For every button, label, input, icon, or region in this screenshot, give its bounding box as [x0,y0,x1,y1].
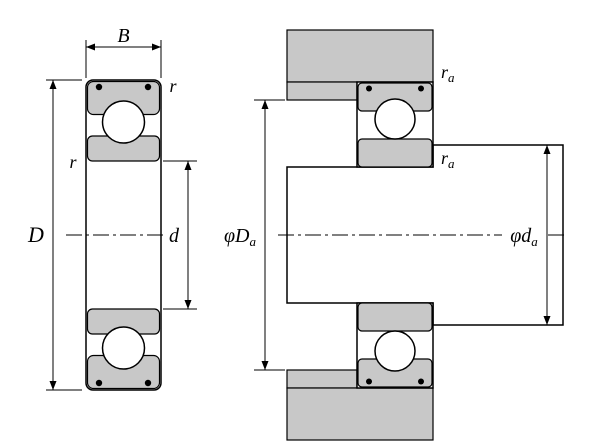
top-outer-ring-rivet-left [95,83,103,91]
bore-diameter-label: d [169,225,180,247]
housing-bottom [286,387,434,441]
arrowhead [49,80,57,89]
dimension-B: B [85,25,162,78]
shaft-fillet-label: ra [441,148,455,171]
housing-top-shoulder [286,81,358,101]
dimension-phi-Da: φDa [224,99,285,371]
outer-ring-chamfer-label: r [169,76,177,96]
dimension-d: d [163,160,197,310]
label-halo [502,222,548,248]
arrowhead [49,381,57,390]
bearing-front-view: B D d r r [27,25,197,391]
arrowhead [543,316,551,325]
top-ball [101,100,146,144]
arrowhead [261,100,269,109]
top-outer-ring-rivet-right [144,83,152,91]
mounted-top-ball [374,98,416,140]
housing-shoulder-diameter-label: φDa [224,225,257,249]
housing-top [286,29,434,83]
arrowhead [152,43,161,51]
arrowhead [261,361,269,370]
width-label: B [117,25,129,47]
outer-diameter-label: D [27,222,44,247]
housing-bottom-shoulder [286,369,358,389]
mounted-top-rivet-right [418,85,424,92]
mounted-bottom-rivet-left [366,378,372,385]
mounted-bearing-top [356,81,434,168]
inner-ring-chamfer-label: r [69,152,77,172]
bottom-outer-ring-rivet-right [144,379,152,387]
arrowhead [86,43,95,51]
mounted-top-rivet-left [366,85,372,92]
mounted-bearing-bottom [356,302,434,389]
dimension-phi-da: φda [502,145,551,325]
arrowhead [543,145,551,154]
mounted-bottom-ball [374,330,416,372]
shaft-shoulder-diameter-label: φda [510,225,538,249]
mounted-bottom-inner-ring [357,302,433,332]
mounted-bottom-rivet-right [418,378,424,385]
dimension-D: D [27,79,82,391]
bottom-ball [101,326,146,370]
arrowhead [184,161,192,170]
bearing-mounted-view: φDa φda ra ra [224,29,568,441]
mounted-top-inner-ring [357,138,433,168]
housing-fillet-label: ra [441,62,455,85]
bottom-outer-ring-rivet-left [95,379,103,387]
arrowhead [184,300,192,309]
